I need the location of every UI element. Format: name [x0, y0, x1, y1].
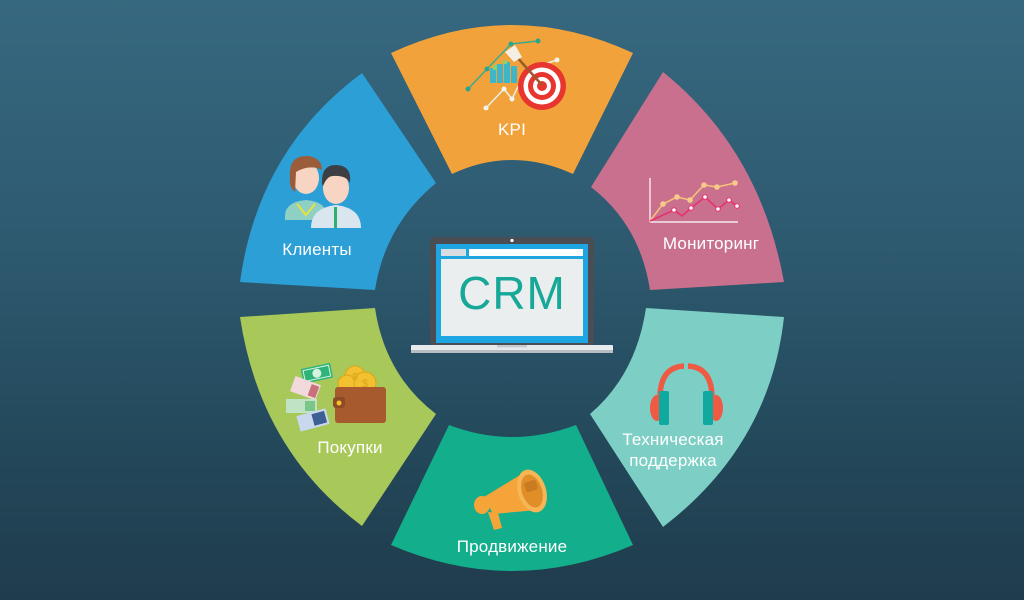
svg-text:$: $ [352, 372, 358, 383]
segment-support-label-line2: поддержка [629, 451, 717, 470]
people-icon [285, 155, 361, 228]
segment-kpi-label: KPI [497, 120, 527, 139]
segment-purchases-label: Покупки [317, 438, 383, 457]
center-crm-label: CRM [458, 267, 566, 319]
segment-support-label-line1: Техническая [622, 430, 724, 449]
line-chart-icon [649, 178, 740, 223]
headphones-icon [650, 362, 723, 425]
segment-monitoring[interactable] [591, 72, 784, 290]
wallet-money-icon: $ $ [286, 362, 386, 432]
segment-support-label: Техническая поддержка [622, 429, 723, 471]
segment-clients-label: Клиенты [282, 240, 352, 259]
target-chart-icon [465, 38, 566, 111]
segment-monitoring-label: Мониторинг [662, 234, 760, 253]
megaphone-icon [474, 469, 547, 530]
segment-support[interactable] [590, 308, 784, 527]
svg-text:$: $ [362, 378, 368, 390]
segment-promotion-label: Продвижение [456, 537, 568, 556]
laptop-icon [411, 237, 613, 353]
